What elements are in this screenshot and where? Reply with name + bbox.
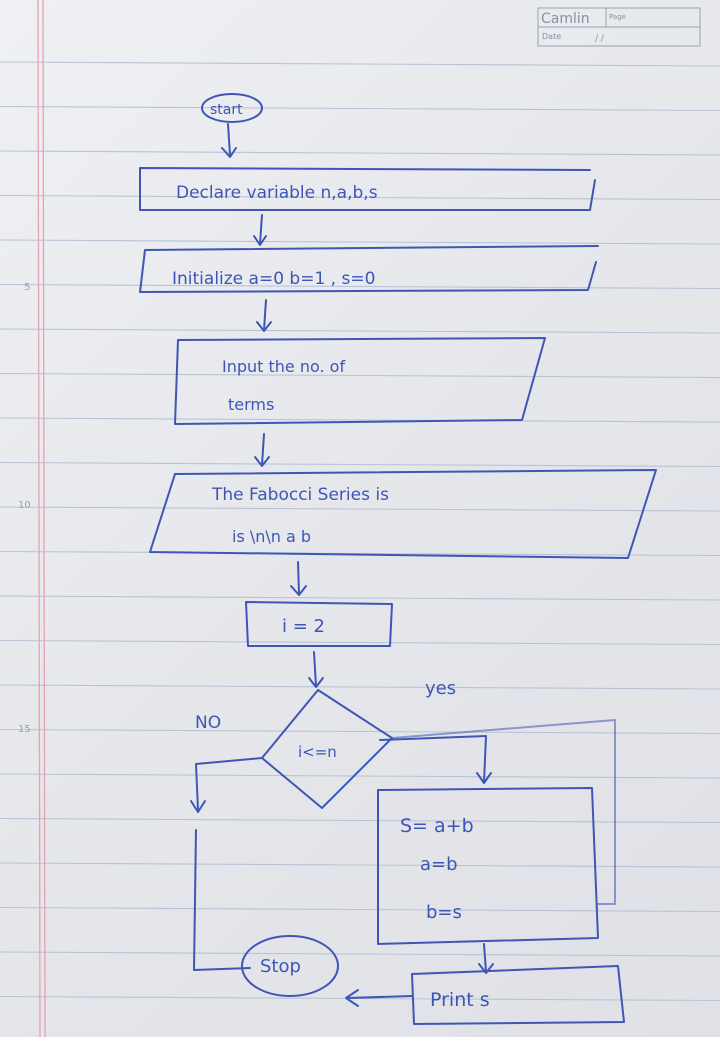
ruled-line	[0, 951, 720, 957]
page-header: Camlin Page Date / /	[537, 7, 701, 47]
ruled-line	[0, 239, 720, 245]
ruled-line	[0, 862, 720, 868]
assign-box	[245, 601, 393, 647]
ruled-line	[0, 61, 720, 67]
margin-number-10: 10	[18, 500, 31, 511]
arrow-output-assign	[290, 561, 307, 596]
ruled-line	[0, 773, 720, 779]
no-label: NO	[195, 713, 221, 733]
process-line2: a=b	[420, 854, 458, 875]
ruled-line	[0, 728, 720, 735]
decision-diamond	[261, 689, 393, 809]
arrow-yes-branch	[379, 735, 492, 784]
ruled-lines	[0, 61, 720, 1002]
print-box	[411, 965, 625, 1025]
ruled-line	[0, 461, 720, 468]
ruled-line	[0, 105, 720, 112]
arrow-print-stop	[345, 989, 413, 1007]
output-box	[149, 469, 657, 559]
start-label: start	[210, 102, 243, 118]
margin-line-2	[42, 0, 46, 1037]
decision-label: i<=n	[298, 743, 337, 761]
ruled-line	[0, 417, 720, 423]
output-label-line2: is \n\n a b	[232, 527, 311, 546]
no-branch-to-stop	[193, 829, 251, 971]
input-label-line1: Input the no. of	[222, 357, 345, 376]
arrow-start-declare	[221, 123, 237, 158]
ruled-line	[0, 328, 720, 334]
initialize-box	[139, 245, 599, 293]
date-label: Date	[542, 32, 561, 41]
ruled-line	[0, 372, 720, 379]
arrow-assign-decision	[308, 651, 324, 688]
margin-line	[37, 0, 41, 1037]
input-label-line2: terms	[228, 395, 274, 414]
output-label-line1: The Fabocci Series is	[211, 485, 389, 505]
margin-number-5: 5	[24, 282, 30, 293]
arrow-input-output	[254, 433, 270, 467]
ruled-line	[0, 506, 720, 512]
ruled-line	[0, 684, 720, 690]
print-label: Print s	[430, 989, 490, 1011]
arrow-declare-init	[253, 214, 267, 246]
process-line3: b=s	[426, 902, 462, 923]
ruled-line	[0, 150, 720, 156]
ruled-line	[0, 639, 720, 646]
page-label: Page	[609, 13, 626, 21]
ruled-line	[0, 283, 720, 290]
ruled-line	[0, 817, 720, 824]
ruled-line	[0, 194, 720, 201]
ruled-line	[0, 550, 720, 557]
process-box	[377, 787, 599, 945]
ruled-line	[0, 906, 720, 913]
arrow-init-input	[256, 299, 272, 332]
brand-name: Camlin	[541, 11, 590, 27]
yes-label: yes	[425, 678, 456, 699]
stop-label: Stop	[260, 956, 301, 977]
declare-label: Declare variable n,a,b,s	[176, 183, 378, 203]
loop-back-line	[391, 719, 616, 905]
arrow-process-print	[478, 943, 494, 974]
declare-box	[139, 167, 596, 211]
start-terminal	[201, 93, 263, 123]
assign-label: i = 2	[282, 616, 325, 637]
date-value: / /	[595, 34, 605, 44]
process-line1: S= a+b	[400, 815, 474, 837]
ruled-line	[0, 595, 720, 601]
arrow-no-branch	[190, 757, 263, 813]
input-box	[174, 337, 546, 425]
stop-terminal	[241, 935, 339, 997]
margin-number-15: 15	[18, 724, 31, 735]
initialize-label: Initialize a=0 b=1 , s=0	[172, 269, 375, 289]
